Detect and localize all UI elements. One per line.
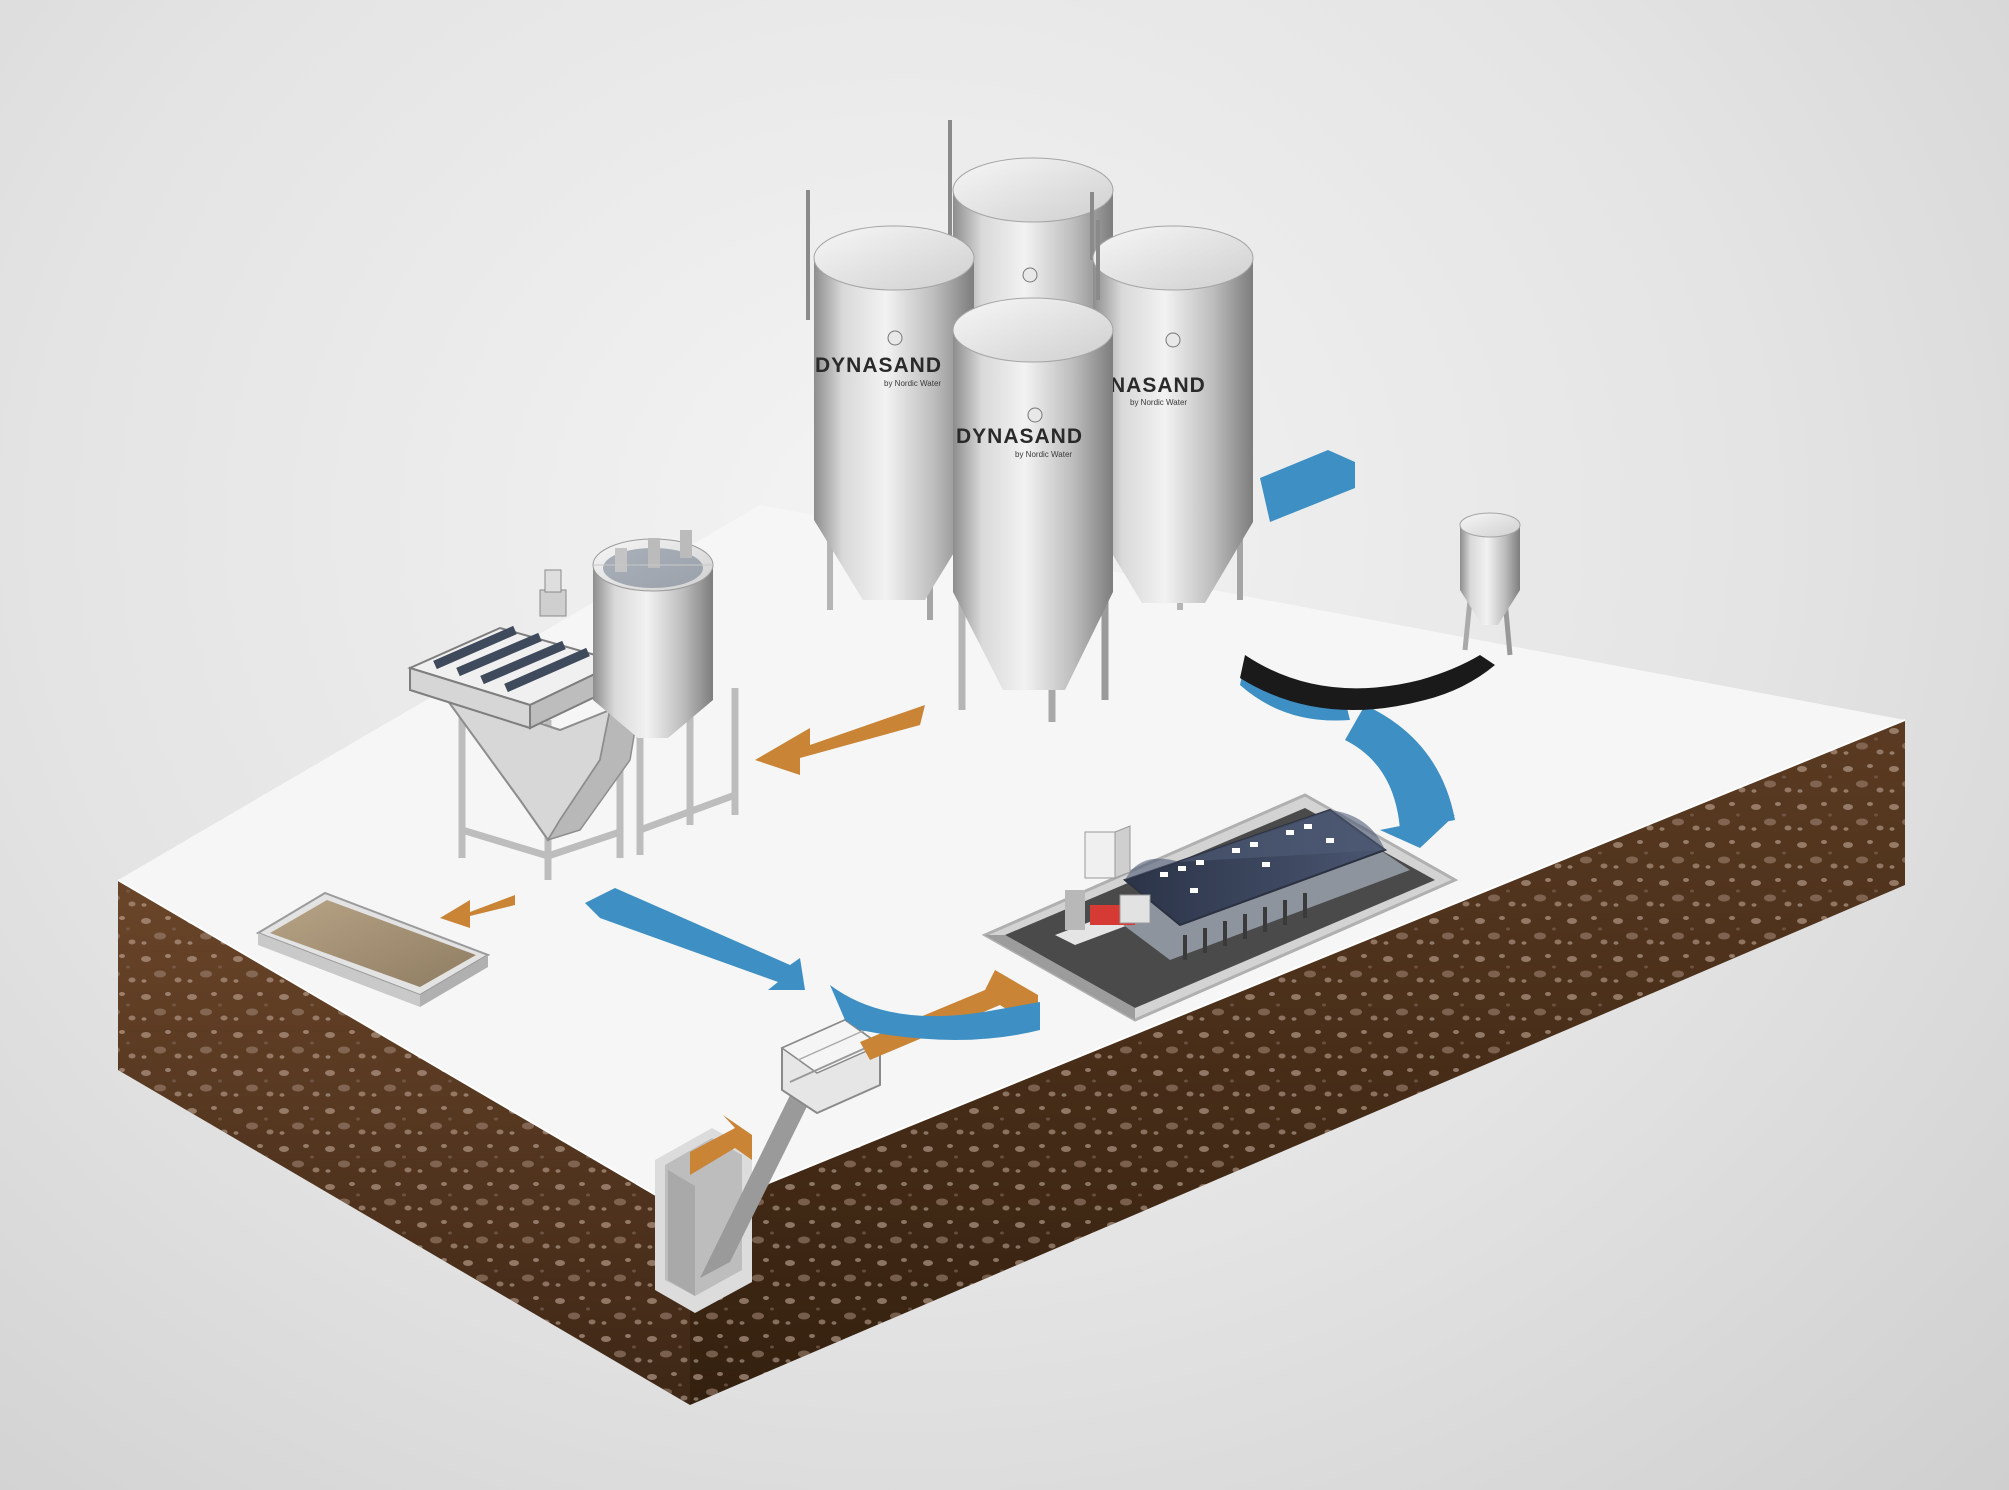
disc-filter-unit bbox=[1065, 808, 1410, 960]
sand-washer-unit bbox=[407, 530, 739, 880]
flow-arrow-blue-right bbox=[1345, 705, 1455, 830]
flow-arrow-blue-long bbox=[585, 888, 805, 990]
filter-tank-cluster: DYNASAND by Nordic Water NASAND by Nordi… bbox=[806, 120, 1254, 722]
tank-right-brand: NASAND bbox=[1110, 374, 1206, 397]
screen-channel bbox=[655, 1018, 882, 1313]
tank-left-brand: DYNASAND bbox=[815, 354, 942, 377]
flow-arrow-orange-to-washer bbox=[755, 705, 925, 775]
flow-arrow-orange-to-screen bbox=[860, 970, 1038, 1060]
filter-tank-right: NASAND by Nordic Water bbox=[1092, 220, 1254, 610]
inclined-screen bbox=[700, 1018, 882, 1278]
tank-front-brand: DYNASAND bbox=[956, 425, 1083, 448]
disc-filter-pit bbox=[981, 793, 1459, 1022]
small-storage-tank bbox=[1459, 512, 1521, 656]
flow-arrow-black-reject bbox=[1240, 655, 1495, 711]
tank-right-subbrand: by Nordic Water bbox=[1130, 398, 1187, 407]
flow-arrow-blue-tanks-out bbox=[1260, 450, 1355, 522]
flow-arrows bbox=[440, 450, 1495, 1175]
flow-arrow-orange-to-sandbox bbox=[440, 895, 515, 928]
filter-tank-left: DYNASAND by Nordic Water bbox=[806, 190, 975, 620]
filter-tank-front: DYNASAND by Nordic Water bbox=[952, 297, 1114, 722]
flow-arrow-blue-curve bbox=[830, 985, 1040, 1040]
tank-left-subbrand: by Nordic Water bbox=[884, 379, 941, 388]
tank-front-subbrand: by Nordic Water bbox=[1015, 450, 1072, 459]
flow-arrow-orange-channel bbox=[690, 1115, 752, 1175]
sand-container bbox=[255, 891, 491, 1007]
mixing-tank bbox=[592, 530, 714, 738]
